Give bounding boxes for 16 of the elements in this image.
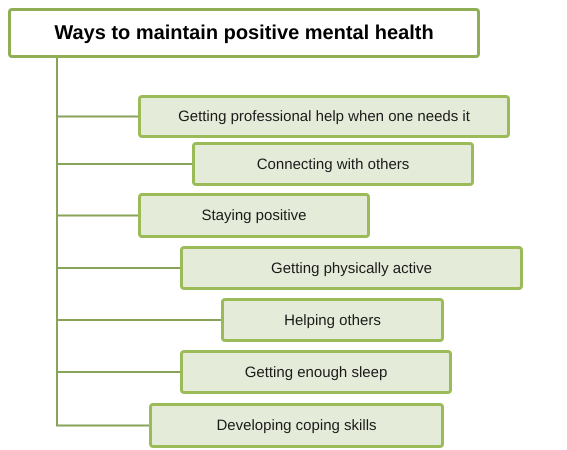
topic-box	[138, 193, 370, 238]
topic-box	[138, 95, 510, 138]
topic-text: Developing coping skills	[216, 417, 377, 434]
topic-box	[192, 142, 474, 186]
topic-text: Getting professional help when one needs it	[178, 108, 470, 125]
topic-box	[180, 350, 452, 394]
topic-text: Connecting with others	[256, 156, 410, 172]
topic-text: Getting enough sleep	[244, 364, 388, 380]
topic-box	[149, 403, 444, 448]
topic-text: Staying positive	[201, 207, 307, 224]
topic-text: Helping others	[284, 312, 381, 328]
topic-box	[221, 298, 444, 342]
topic-box	[180, 246, 523, 290]
title-box	[8, 8, 480, 58]
topic-text: Getting physically active	[271, 260, 432, 276]
title-text: Ways to maintain positive mental health	[54, 22, 434, 44]
